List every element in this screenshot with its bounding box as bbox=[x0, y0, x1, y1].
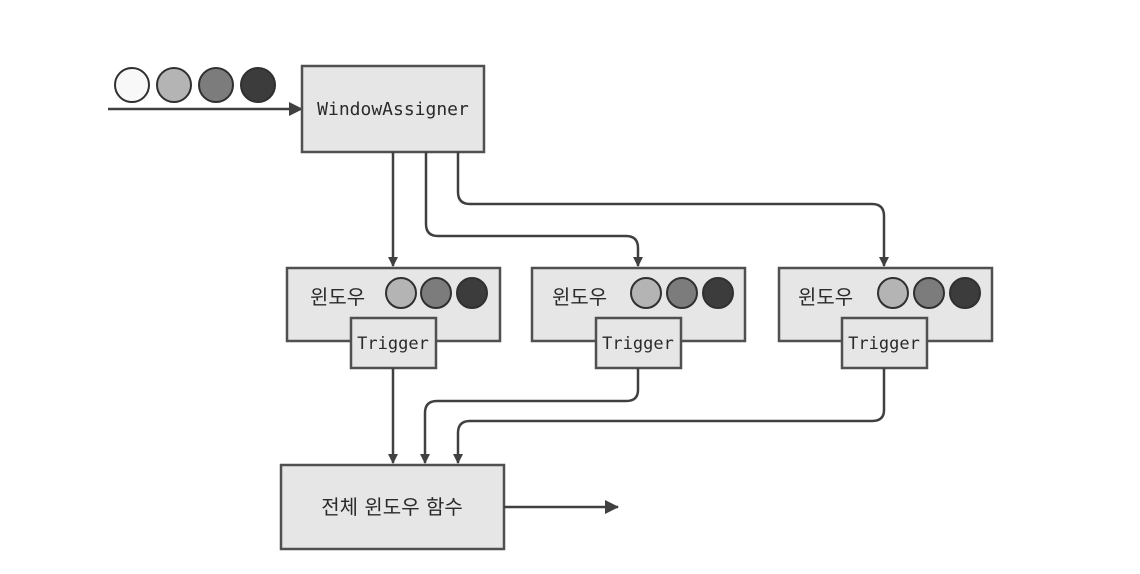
window-element-dot bbox=[877, 277, 909, 309]
window-element-dot bbox=[630, 277, 662, 309]
window-label: 윈도우 bbox=[552, 285, 607, 309]
window-element-dot bbox=[913, 277, 945, 309]
trigger-arrow-3 bbox=[453, 368, 886, 464]
window-element-dot bbox=[702, 277, 734, 309]
window-element-dot bbox=[666, 277, 698, 309]
window-label: 윈도우 bbox=[798, 285, 853, 309]
input-stream bbox=[108, 67, 303, 116]
window-element-dot bbox=[949, 277, 981, 309]
trigger-box: Trigger bbox=[349, 316, 438, 370]
trigger-label: Trigger bbox=[602, 334, 674, 354]
trigger-arrows bbox=[388, 368, 886, 464]
window-label: 윈도우 bbox=[310, 285, 365, 309]
trigger-box: Trigger bbox=[594, 316, 683, 370]
assign-arrow-2 bbox=[424, 152, 643, 267]
event-dot bbox=[156, 67, 192, 103]
trigger-label: Trigger bbox=[357, 334, 429, 354]
event-dot bbox=[198, 67, 234, 103]
assign-arrow-3 bbox=[456, 152, 889, 267]
trigger-arrow-2 bbox=[420, 368, 640, 464]
window-element-dot bbox=[456, 277, 488, 309]
assignment-arrows bbox=[388, 152, 889, 267]
event-dot bbox=[114, 67, 150, 103]
window-box-1: 윈도우 Trigger bbox=[285, 266, 502, 370]
window-element-dot bbox=[420, 277, 452, 309]
window-box-2: 윈도우 Trigger bbox=[530, 266, 747, 370]
window-assigner-box: WindowAssigner bbox=[300, 64, 486, 154]
trigger-label: Trigger bbox=[848, 334, 920, 354]
trigger-box: Trigger bbox=[840, 316, 929, 370]
event-dot bbox=[240, 67, 276, 103]
window-element-dot bbox=[385, 277, 417, 309]
window-box-3: 윈도우 Trigger bbox=[777, 266, 994, 370]
window-function-box: 전체 윈도우 함수 bbox=[279, 463, 506, 551]
window-assigner-label: WindowAssigner bbox=[317, 99, 469, 120]
window-function-label: 전체 윈도우 함수 bbox=[321, 495, 463, 519]
